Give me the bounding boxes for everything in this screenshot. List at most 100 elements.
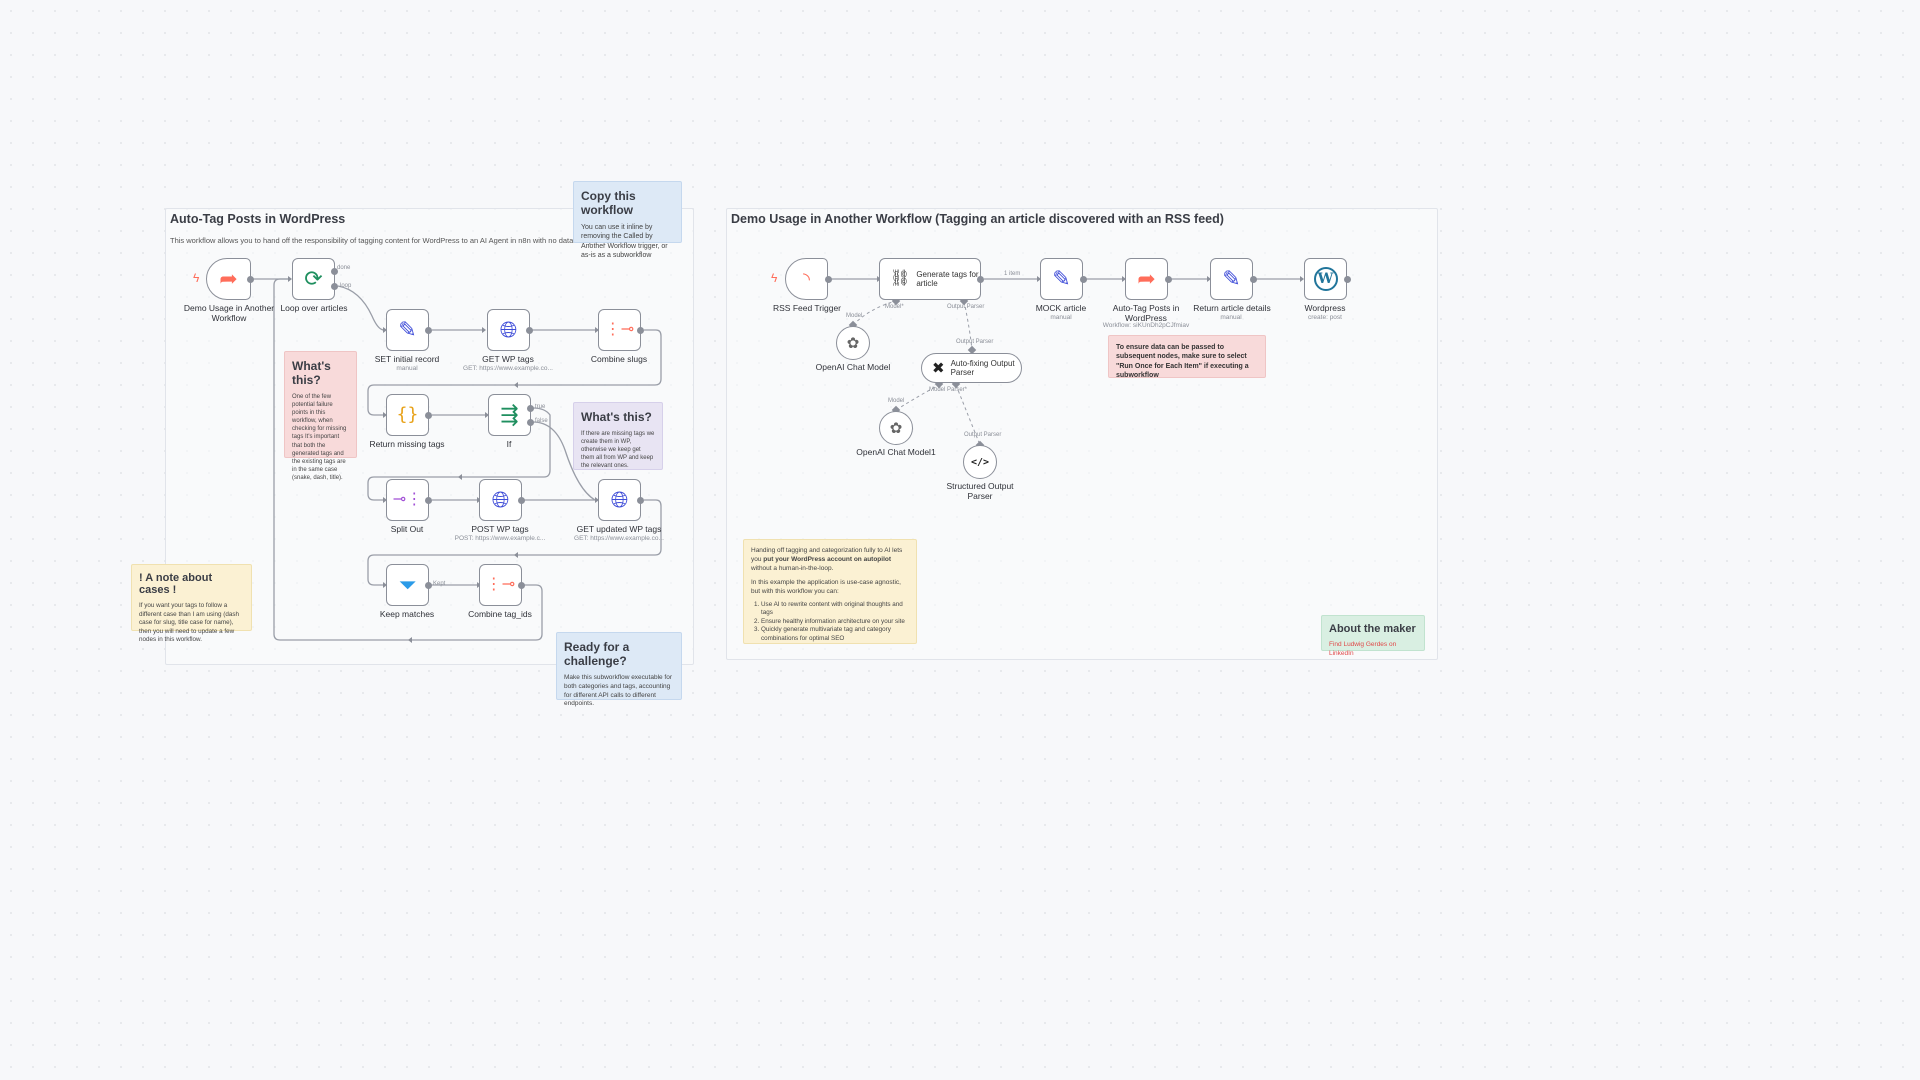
arrowhead	[458, 474, 462, 480]
node-label: Split Out	[390, 524, 424, 534]
note-paragraph: In this example the application is use-c…	[751, 579, 901, 596]
node-label: Loop over articles	[280, 303, 348, 313]
output-port[interactable]	[1250, 276, 1257, 283]
edge-label-model-parser: Model Parser*	[929, 387, 968, 393]
note-run-once[interactable]: To ensure data can be passed to subseque…	[1108, 335, 1266, 379]
right-frame-title: Demo Usage in Another Workflow (Tagging …	[731, 212, 1224, 226]
node-keep-matches[interactable]: ⏷	[386, 564, 429, 606]
pencil-icon: ✎	[398, 317, 417, 342]
node-structured-output-parser[interactable]: </>	[963, 445, 997, 479]
node-loop[interactable]: ⟳	[292, 258, 335, 300]
output-port[interactable]	[526, 327, 533, 334]
node-combine-tag-ids[interactable]: ⋮⊸	[479, 564, 522, 606]
openai-icon: ✿	[889, 420, 903, 437]
note-list: Use AI to rewrite content with original …	[761, 601, 909, 644]
node-label: GET updated WP tags	[576, 524, 662, 534]
sub-edge	[852, 300, 897, 326]
node-mock-article[interactable]: ✎	[1040, 258, 1083, 300]
output-port[interactable]	[1344, 276, 1351, 283]
output-port[interactable]	[1080, 276, 1087, 283]
node-label: Demo Usage in Another Workflow	[183, 303, 275, 323]
output-port[interactable]	[637, 327, 644, 334]
aggregate-icon: ⋮⊸	[604, 321, 635, 338]
tools-icon: ✖	[932, 360, 945, 377]
note-handoff[interactable]: Handing off tagging and categorization f…	[743, 539, 917, 644]
arrowhead	[383, 412, 387, 418]
node-label: Auto-Tag Posts in WordPress	[1112, 303, 1180, 323]
output-port[interactable]	[637, 497, 644, 504]
pencil-icon: ✎	[1052, 266, 1071, 291]
node-rss-feed-trigger[interactable]: ◝	[785, 258, 828, 300]
maker-link[interactable]: Find Ludwig Gerdes on LinkedIn	[1329, 641, 1397, 657]
arrowhead	[383, 327, 387, 333]
node-return-missing-tags[interactable]: {}	[386, 394, 429, 436]
output-port[interactable]	[425, 582, 432, 589]
node-return-article-details[interactable]: ✎	[1210, 258, 1253, 300]
node-sublabel: GET: https://www.example.co...	[463, 365, 553, 372]
output-port[interactable]	[425, 497, 432, 504]
node-label: Wordpress	[1304, 303, 1346, 313]
output-port[interactable]	[527, 405, 534, 412]
output-port[interactable]	[331, 268, 338, 275]
note-about-maker[interactable]: About the maker Find Ludwig Gerdes on Li…	[1321, 615, 1425, 657]
note-title: About the maker	[1329, 623, 1416, 635]
node-label: If	[506, 439, 512, 449]
edge-label-true: true	[535, 404, 546, 410]
sub-edge	[895, 384, 940, 411]
output-port[interactable]	[331, 283, 338, 290]
note-challenge[interactable]: Ready for a challenge? Make this subwork…	[556, 632, 682, 707]
output-port[interactable]	[518, 497, 525, 504]
node-label: Combine slugs	[590, 354, 648, 364]
node-openai-chat-model[interactable]: ✿	[836, 326, 870, 360]
node-split-out[interactable]: ⊸⋮	[386, 479, 429, 521]
trigger-bolt-icon: ϟ	[193, 271, 200, 285]
aggregate-icon: ⋮⊸	[485, 576, 516, 593]
node-label: MOCK article	[1035, 303, 1087, 313]
node-generate-tags[interactable]: ⛓ Generate tags for article	[879, 258, 981, 300]
node-wordpress[interactable]: W	[1304, 258, 1347, 300]
note-body: Make this subworkflow executable for bot…	[564, 674, 673, 708]
subworkflow-trigger-icon: ➦	[219, 266, 238, 291]
node-auto-tag-posts[interactable]: ➦	[1125, 258, 1168, 300]
note-copy-workflow[interactable]: Copy this workflow You can use it inline…	[573, 181, 682, 259]
node-sublabel: GET: https://www.example.co...	[574, 535, 664, 542]
output-port[interactable]	[425, 327, 432, 334]
note-whats-this-2[interactable]: What's this? If there are missing tags w…	[573, 402, 663, 470]
node-combine-slugs[interactable]: ⋮⊸	[598, 309, 641, 351]
list-item: Ensure healthy information architecture …	[761, 618, 909, 627]
node-sublabel: POST: https://www.example.c...	[454, 535, 546, 542]
output-port[interactable]	[247, 276, 254, 283]
left-frame-title: Auto-Tag Posts in WordPress	[170, 212, 346, 226]
node-set-initial-record[interactable]: ✎	[386, 309, 429, 351]
node-post-wp-tags[interactable]: 🌐︎	[479, 479, 522, 521]
node-label: RSS Feed Trigger	[772, 303, 842, 313]
arrowhead	[383, 582, 387, 588]
output-port[interactable]	[1165, 276, 1172, 283]
output-port[interactable]	[518, 582, 525, 589]
node-demo-usage[interactable]: ➦	[206, 258, 251, 300]
edge-label-one-item: 1 item	[1004, 271, 1021, 277]
node-label: OpenAI Chat Model1	[856, 447, 936, 457]
node-get-updated-wp-tags[interactable]: 🌐︎	[598, 479, 641, 521]
node-sublabel: Workflow: siKUnDh2pCJfmiav	[1102, 322, 1190, 329]
note-cases[interactable]: ! A note about cases ! If you want your …	[131, 564, 252, 643]
node-if[interactable]: ⇶	[488, 394, 531, 436]
arrowhead	[288, 276, 292, 282]
node-openai-chat-model-1[interactable]: ✿	[879, 411, 913, 445]
note-whats-this-1[interactable]: What's this? One of the few potential fa…	[284, 351, 357, 481]
node-sublabel: manual	[396, 365, 418, 372]
output-port[interactable]	[825, 276, 832, 283]
output-port[interactable]	[977, 276, 984, 283]
globe-icon: 🌐︎	[499, 317, 518, 342]
output-port[interactable]	[527, 419, 534, 426]
node-get-wp-tags[interactable]: 🌐︎	[487, 309, 530, 351]
list-item: Use AI to rewrite content with original …	[761, 601, 909, 618]
code-tag-icon: </>	[970, 456, 990, 468]
output-port[interactable]	[425, 412, 432, 419]
note-paragraph: Handing off tagging and categorization f…	[751, 547, 909, 573]
node-auto-fixing-output-parser[interactable]: ✖ Auto-fixing Output Parser	[921, 353, 1022, 383]
trigger-bolt-icon: ϟ	[771, 271, 778, 285]
edge	[337, 285, 385, 331]
